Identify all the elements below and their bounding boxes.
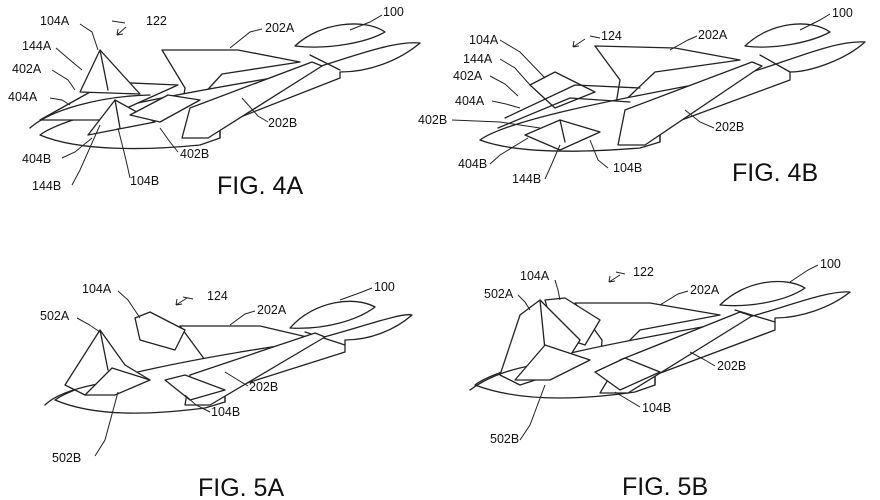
aircraft-drawing — [44, 300, 413, 414]
aircraft-drawing — [29, 23, 421, 150]
label-100: 100 — [832, 6, 853, 20]
label-404a: 404A — [455, 94, 485, 108]
label-402a: 402A — [12, 62, 42, 76]
canopy — [289, 300, 376, 329]
aircraft-drawing — [479, 23, 866, 152]
label-402b: 402B — [418, 113, 447, 127]
label-104a: 104A — [520, 269, 550, 283]
reference-labels: 100 122 202A 104A 144A 402A 404A 202B 40… — [8, 5, 404, 193]
figure-5a: 100 104A 124 202A 502A 202B 104B 502B FI… — [40, 280, 413, 500]
tail-104b — [164, 374, 226, 401]
leader-lines — [76, 287, 373, 457]
wing-202b — [617, 61, 763, 146]
wing-202a — [161, 49, 301, 121]
inlet-402b — [129, 94, 201, 123]
canopy — [294, 23, 386, 48]
label-502a: 502A — [484, 287, 514, 301]
label-202b: 202B — [715, 120, 744, 134]
wing-202a — [594, 45, 741, 111]
label-144b: 144B — [512, 172, 541, 186]
wing-202b — [181, 61, 323, 139]
figure-caption: FIG. 4B — [732, 159, 818, 187]
reference-labels: 100 104A 124 202A 502A 202B 104B 502B — [40, 280, 395, 465]
label-202a: 202A — [257, 303, 287, 317]
label-502b: 502B — [490, 432, 519, 446]
leader-lines — [49, 14, 383, 186]
label-502b: 502B — [52, 451, 81, 465]
label-202a: 202A — [690, 283, 720, 297]
canopy — [719, 280, 806, 307]
label-104b: 104B — [613, 161, 642, 175]
figure-caption: FIG. 4A — [217, 172, 303, 200]
aircraft-drawing — [469, 280, 851, 399]
label-202a: 202A — [698, 28, 728, 42]
label-104b: 104B — [130, 174, 159, 188]
label-144a: 144A — [463, 52, 493, 66]
label-202b: 202B — [717, 359, 746, 373]
tail-104a — [79, 49, 141, 95]
label-100: 100 — [383, 5, 404, 19]
tail-104a — [529, 71, 596, 109]
label-104a: 104A — [40, 14, 70, 28]
figure-caption: FIG. 5B — [622, 473, 708, 500]
inlet-502b — [514, 344, 591, 381]
label-104b: 104B — [642, 401, 671, 415]
label-404b: 404B — [458, 157, 487, 171]
leader-lines — [451, 13, 831, 180]
label-124: 124 — [601, 29, 622, 43]
label-122: 122 — [633, 265, 654, 279]
reference-labels: 100 122 104A 202A 502A 202B 104B 502B — [484, 257, 841, 446]
wing-202b — [184, 332, 326, 406]
figure-5b: 100 122 104A 202A 502A 202B 104B 502B FI… — [469, 257, 851, 500]
tail-104b — [87, 99, 156, 136]
figure-caption: FIG. 5A — [198, 474, 284, 500]
label-144b: 144B — [32, 179, 61, 193]
label-202b: 202B — [249, 380, 278, 394]
label-104b: 104B — [211, 405, 240, 419]
leader-lines — [517, 264, 819, 441]
label-124: 124 — [207, 289, 228, 303]
figure-4a: 100 122 202A 104A 144A 402A 404A 202B 40… — [8, 5, 421, 200]
label-402a: 402A — [453, 69, 483, 83]
label-404b: 404B — [22, 152, 51, 166]
label-502a: 502A — [40, 309, 70, 323]
label-100: 100 — [374, 280, 395, 294]
label-104a: 104A — [82, 282, 112, 296]
figure-4b: 100 124 202A 104A 144A 402A 404A 402B 20… — [418, 6, 866, 187]
label-122: 122 — [146, 14, 167, 28]
label-404a: 404A — [8, 90, 38, 104]
label-202b: 202B — [268, 116, 297, 130]
label-402b: 402B — [180, 147, 209, 161]
label-144a: 144A — [22, 39, 52, 53]
canopy — [744, 23, 831, 48]
inlet-402a — [39, 81, 179, 121]
label-104a: 104A — [469, 33, 499, 47]
inlet-502b — [84, 367, 151, 396]
label-202a: 202A — [265, 21, 295, 35]
tail-104b — [594, 357, 661, 391]
tail-104b — [524, 119, 601, 151]
label-100: 100 — [820, 257, 841, 271]
reference-labels: 100 124 202A 104A 144A 402A 404A 402B 20… — [418, 6, 853, 186]
tail-104a — [134, 311, 186, 351]
